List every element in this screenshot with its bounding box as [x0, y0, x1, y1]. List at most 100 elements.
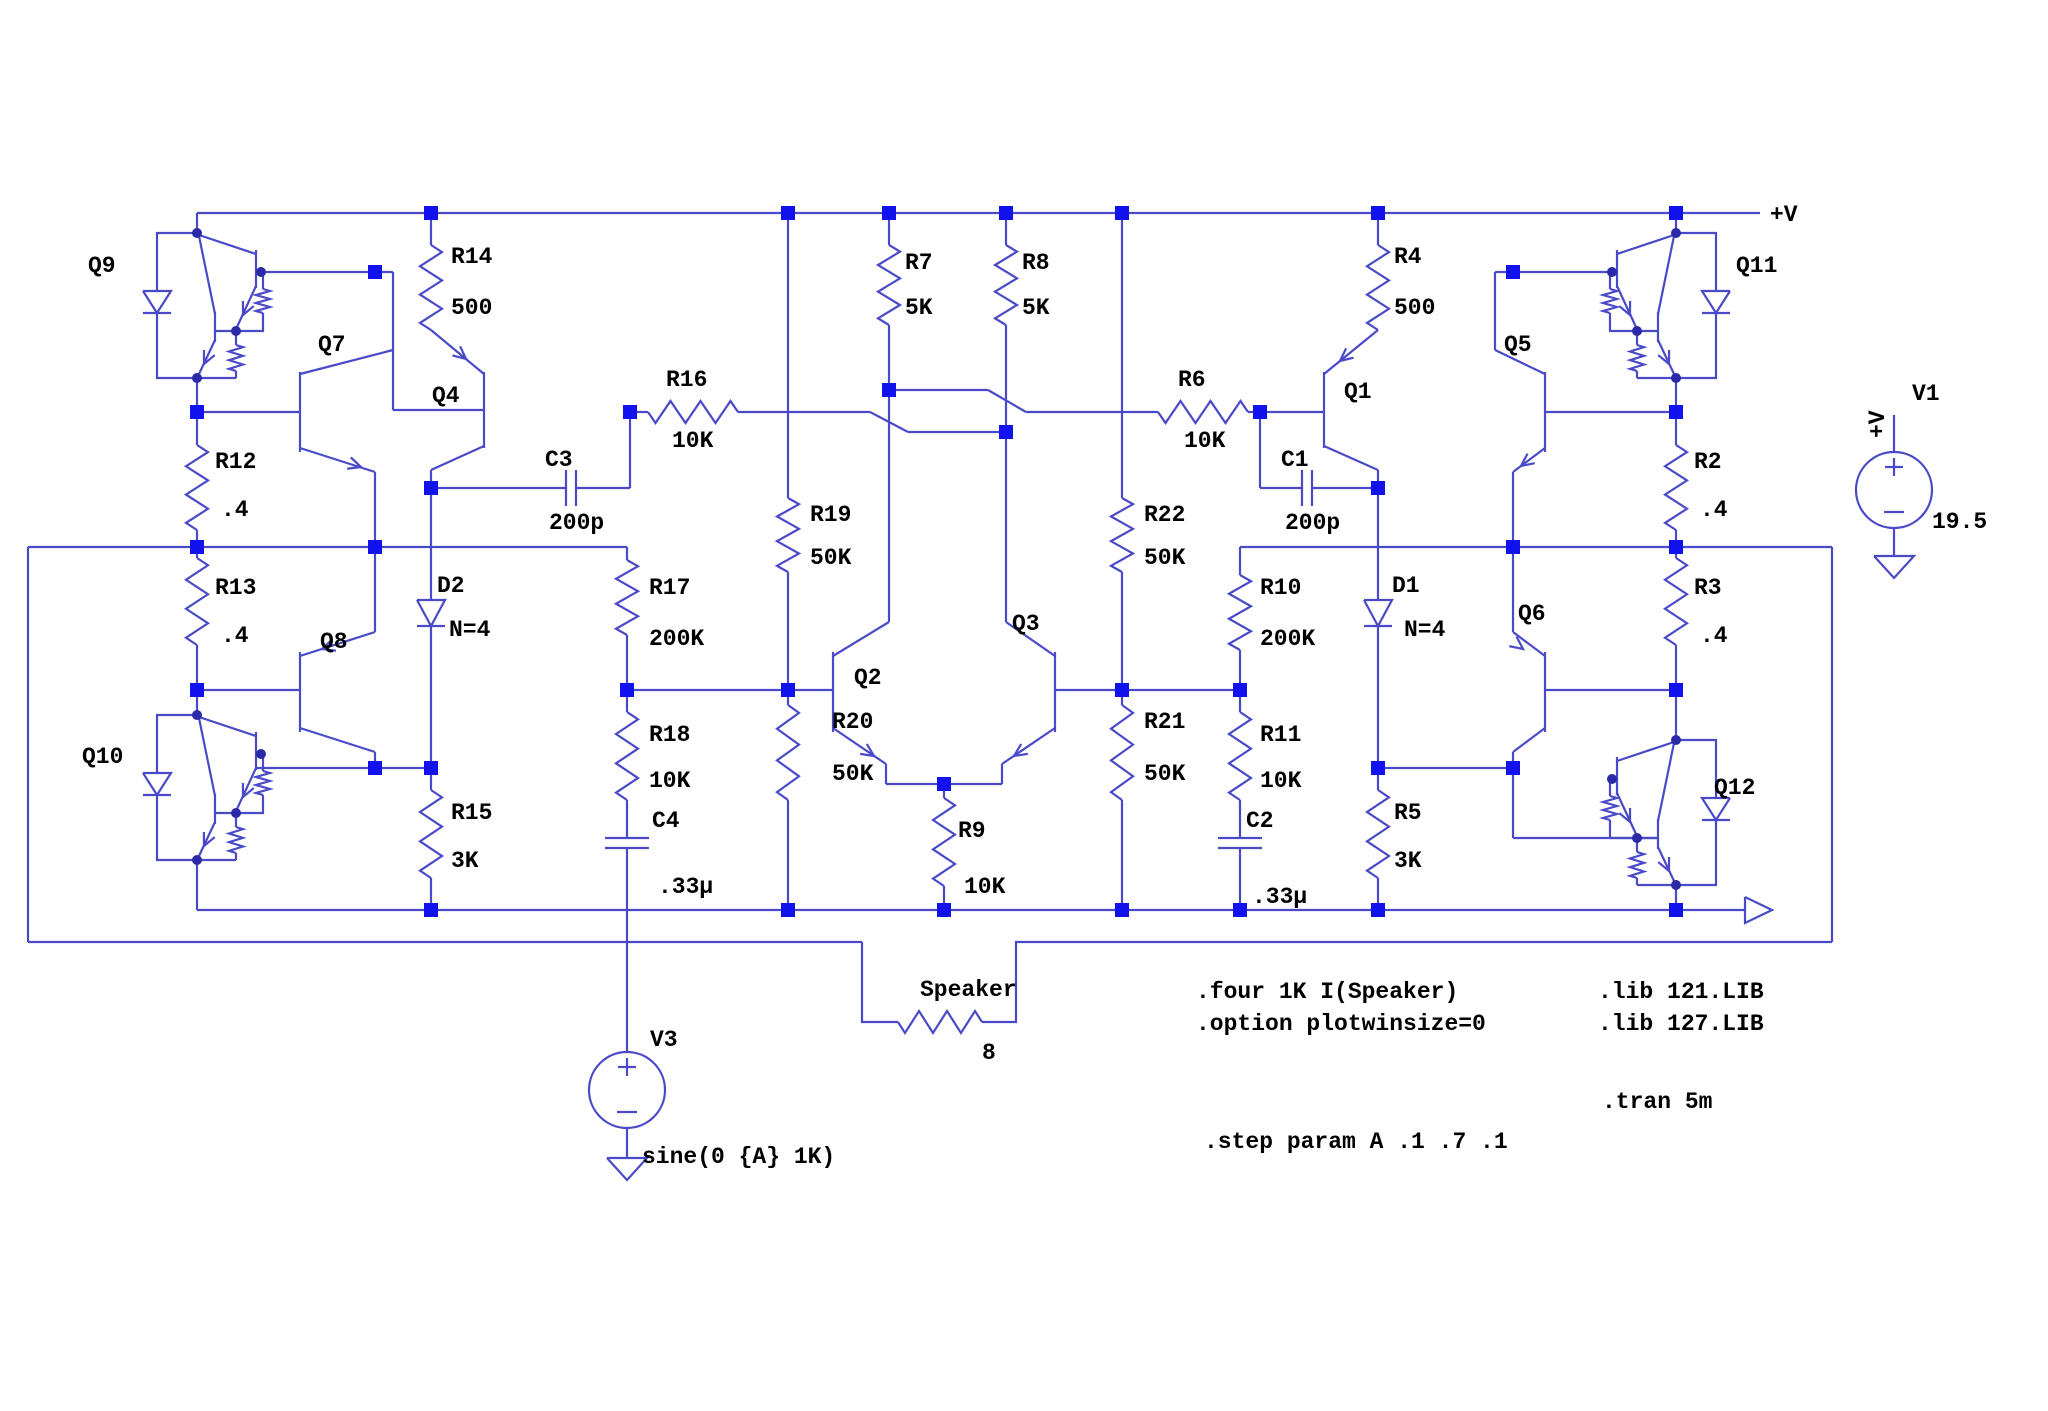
power-transistor-symbol[interactable]	[236, 767, 257, 810]
power-transistor-symbol[interactable]	[198, 233, 257, 256]
power-transistor-symbol[interactable]	[236, 285, 257, 328]
speaker-symbol[interactable]	[897, 1008, 983, 1036]
label-R13[interactable]: R13	[215, 575, 256, 601]
label-Q10[interactable]: Q10	[82, 744, 123, 770]
power-transistor-symbol[interactable]	[1676, 738, 1718, 798]
resistor-symbol[interactable]	[875, 244, 903, 326]
voltage-source-symbol[interactable]	[1854, 450, 1934, 530]
resistor-symbol[interactable]	[614, 711, 640, 801]
diode-symbol[interactable]	[1699, 796, 1731, 823]
label-R20[interactable]: R20	[832, 709, 873, 735]
power-transistor-symbol[interactable]	[236, 795, 265, 815]
label-Q6[interactable]: Q6	[1518, 601, 1546, 627]
resistor-symbol[interactable]	[418, 789, 444, 879]
value-C2[interactable]: .33µ	[1252, 884, 1307, 910]
resistor-symbol[interactable]	[1108, 497, 1136, 573]
value-R8[interactable]: 5K	[1022, 295, 1050, 321]
directive-option[interactable]: .option plotwinsize=0	[1196, 1011, 1486, 1037]
label-R7[interactable]: R7	[905, 250, 933, 276]
label-Q7[interactable]: Q7	[318, 332, 346, 358]
resistor-symbol[interactable]	[1364, 244, 1392, 331]
label-speaker[interactable]: Speaker	[920, 977, 1017, 1003]
label-C2[interactable]: C2	[1246, 808, 1274, 834]
resistor-symbol[interactable]	[417, 244, 445, 331]
power-transistor-symbol[interactable]	[1616, 740, 1675, 763]
diode-symbol[interactable]	[416, 598, 447, 629]
label-R11[interactable]: R11	[1260, 722, 1301, 748]
value-R11[interactable]: 10K	[1260, 768, 1302, 794]
value-R19[interactable]: 50K	[810, 545, 852, 571]
label-Q8[interactable]: Q8	[320, 629, 348, 655]
directive-step[interactable]: .step param A .1 .7 .1	[1204, 1129, 1508, 1155]
power-transistor-symbol[interactable]	[155, 313, 197, 380]
label-C3[interactable]: C3	[545, 447, 573, 473]
resistor-symbol[interactable]	[1663, 557, 1689, 646]
value-C1[interactable]: 200p	[1285, 510, 1340, 536]
label-R16[interactable]: R16	[666, 367, 707, 393]
power-transistor-symbol[interactable]	[198, 821, 216, 857]
label-R4[interactable]: R4	[1394, 244, 1422, 270]
label-V3[interactable]: V3	[650, 1027, 678, 1053]
value-C4[interactable]: .33µ	[658, 874, 713, 900]
power-transistor-symbol[interactable]	[1676, 313, 1718, 380]
power-transistor-symbol[interactable]	[1616, 285, 1637, 328]
label-R22[interactable]: R22	[1144, 502, 1185, 528]
value-V3[interactable]: sine(0 {A} 1K)	[642, 1144, 835, 1170]
label-R21[interactable]: R21	[1144, 709, 1185, 735]
power-transistor-symbol[interactable]	[1656, 742, 1676, 822]
resistor-symbol[interactable]	[1227, 711, 1253, 801]
net-label-vplus[interactable]: +V	[1770, 202, 1798, 228]
power-transistor-symbol[interactable]	[1657, 339, 1675, 375]
net-label-v1-plus[interactable]: +V	[1865, 410, 1891, 438]
power-transistor-symbol[interactable]	[1616, 792, 1637, 835]
value-R9[interactable]: 10K	[964, 874, 1006, 900]
power-transistor-symbol[interactable]	[1616, 233, 1675, 256]
resistor-symbol[interactable]	[1626, 343, 1648, 373]
power-transistor-symbol[interactable]	[236, 313, 265, 333]
label-R6[interactable]: R6	[1178, 367, 1206, 393]
value-R21[interactable]: 50K	[1144, 761, 1186, 787]
value-D2[interactable]: N=4	[449, 617, 491, 643]
value-R14[interactable]: 500	[451, 295, 492, 321]
resistor-symbol[interactable]	[251, 769, 275, 797]
value-C3[interactable]: 200p	[549, 510, 604, 536]
label-R19[interactable]: R19	[810, 502, 851, 528]
power-transistor-symbol[interactable]	[1608, 820, 1637, 840]
value-R2[interactable]: .4	[1700, 497, 1728, 523]
label-Q12[interactable]: Q12	[1714, 775, 1755, 801]
label-Q5[interactable]: Q5	[1504, 332, 1532, 358]
resistor-symbol[interactable]	[1598, 287, 1622, 315]
value-R4[interactable]: 500	[1394, 295, 1435, 321]
resistor-symbol[interactable]	[1662, 444, 1690, 531]
label-Q2[interactable]: Q2	[854, 665, 882, 691]
resistor-symbol[interactable]	[251, 287, 275, 315]
value-R17[interactable]: 200K	[649, 626, 704, 652]
value-V1[interactable]: 19.5	[1932, 509, 1987, 535]
label-V1[interactable]: V1	[1912, 381, 1940, 407]
resistor-symbol[interactable]	[613, 559, 641, 636]
label-R8[interactable]: R8	[1022, 250, 1050, 276]
power-transistor-symbol[interactable]	[1656, 235, 1676, 315]
label-D2[interactable]: D2	[437, 573, 465, 599]
value-R22[interactable]: 50K	[1144, 545, 1186, 571]
diode-symbol[interactable]	[142, 771, 174, 798]
power-transistor-symbol[interactable]	[197, 717, 217, 797]
resistor-symbol[interactable]	[1157, 399, 1249, 425]
label-R17[interactable]: R17	[649, 575, 690, 601]
label-Q3[interactable]: Q3	[1012, 611, 1040, 637]
value-R13[interactable]: .4	[221, 623, 249, 649]
value-R10[interactable]: 200K	[1260, 626, 1315, 652]
power-transistor-symbol[interactable]	[155, 713, 197, 773]
value-speaker[interactable]: 8	[982, 1040, 996, 1066]
value-R7[interactable]: 5K	[905, 295, 933, 321]
resistor-symbol[interactable]	[1626, 850, 1648, 880]
resistor-symbol[interactable]	[992, 244, 1020, 326]
label-R10[interactable]: R10	[1260, 575, 1301, 601]
power-transistor-symbol[interactable]	[1657, 846, 1675, 882]
diode-symbol[interactable]	[1363, 598, 1394, 629]
resistor-symbol[interactable]	[1598, 794, 1622, 822]
label-R15[interactable]: R15	[451, 800, 492, 826]
power-transistor-symbol[interactable]	[1676, 820, 1718, 887]
label-R18[interactable]: R18	[649, 722, 690, 748]
value-D1[interactable]: N=4	[1404, 617, 1446, 643]
